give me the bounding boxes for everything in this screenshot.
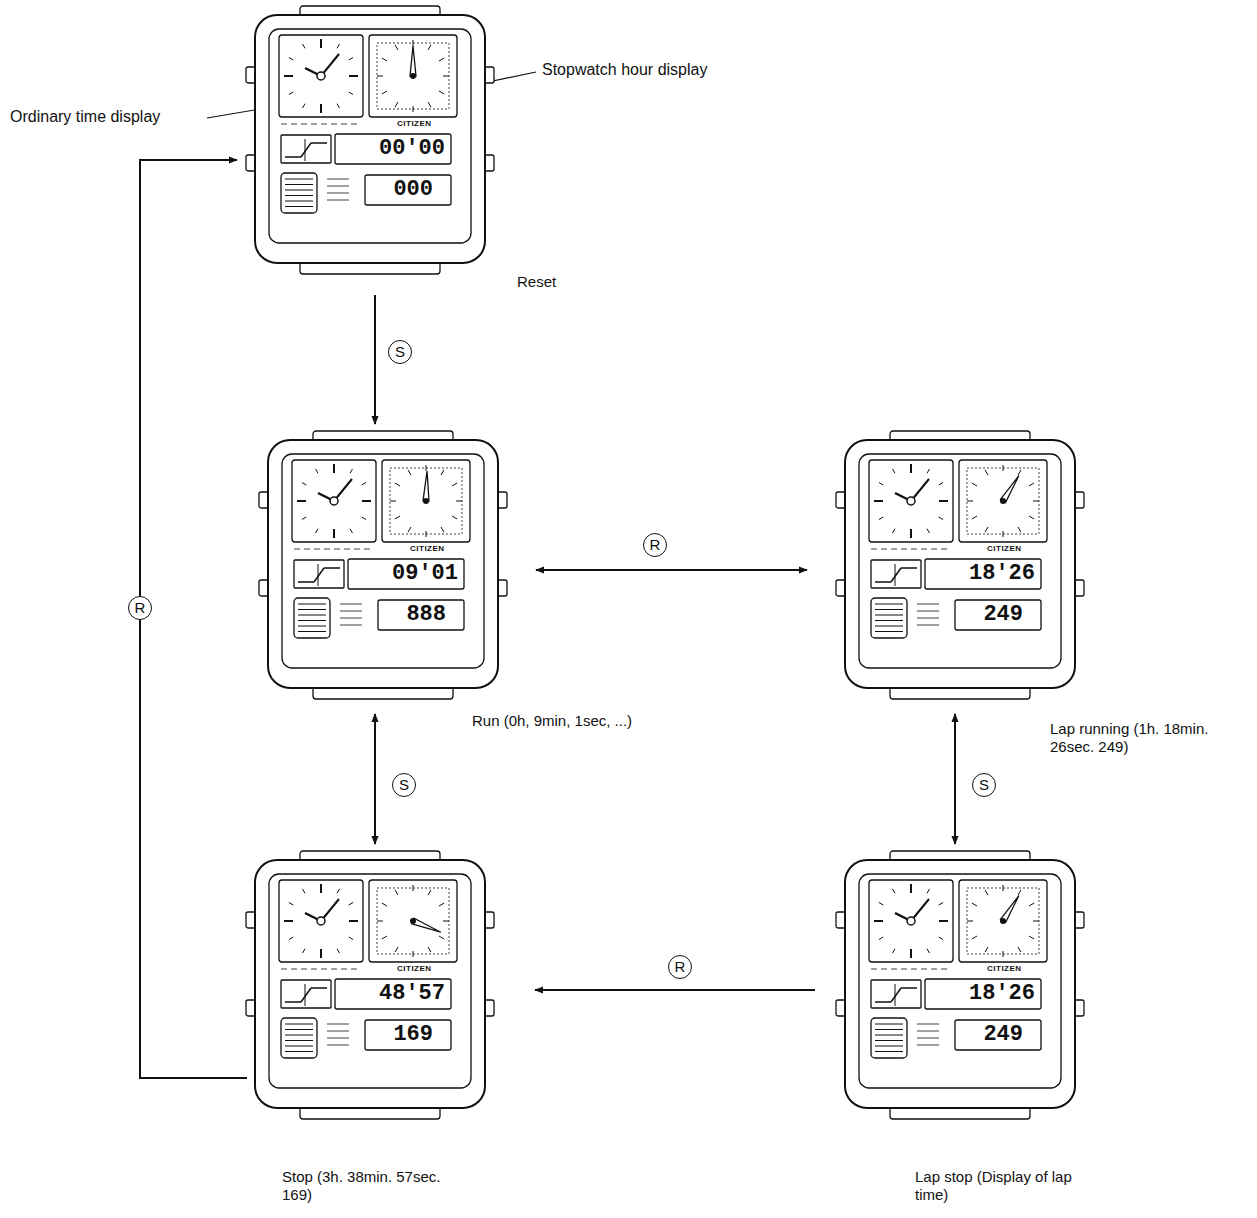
button-symbol: S	[392, 773, 416, 797]
lcd-readout: 169	[371, 1023, 433, 1047]
state-transition	[374, 295, 376, 424]
state-transition	[374, 714, 376, 844]
button-symbol: R	[128, 596, 152, 620]
button-symbol: R	[643, 533, 667, 557]
state-transition	[954, 714, 956, 844]
watch-state: CITIZEN00'00000Reset	[245, 5, 495, 275]
watch-illustration	[258, 430, 508, 700]
button-symbol: S	[388, 340, 412, 364]
state-transition	[535, 989, 815, 991]
lcd-readout: 249	[961, 1023, 1023, 1047]
lcd-readout: 48'57	[341, 982, 445, 1006]
lcd-readout: 18'26	[931, 982, 1035, 1006]
state-caption: Reset	[517, 273, 597, 291]
brand-name: CITIZEN	[397, 119, 432, 128]
watch-illustration	[835, 850, 1085, 1120]
brand-name: CITIZEN	[397, 964, 432, 973]
brand-name: CITIZEN	[410, 544, 445, 553]
state-transition	[140, 160, 247, 1078]
brand-name: CITIZEN	[987, 544, 1022, 553]
watch-state: CITIZEN18'26249Lap stop (Display of lap …	[835, 850, 1085, 1120]
watch-state: CITIZEN48'57169Stop (3h. 38min. 57sec. 1…	[245, 850, 495, 1120]
lcd-readout: 888	[384, 603, 446, 627]
state-caption: Run (0h, 9min, 1sec, ...)	[472, 712, 692, 730]
watch-illustration	[245, 5, 495, 275]
button-symbol: S	[972, 773, 996, 797]
lcd-readout: 249	[961, 603, 1023, 627]
watch-illustration	[245, 850, 495, 1120]
state-caption: Stop (3h. 38min. 57sec. 169)	[282, 1168, 457, 1204]
lcd-readout: 000	[371, 178, 433, 202]
lcd-readout: 18'26	[931, 562, 1035, 586]
watch-state: CITIZEN09'01888Run (0h, 9min, 1sec, ...)	[258, 430, 508, 700]
watch-state: CITIZEN18'26249Lap running (1h. 18min. 2…	[835, 430, 1085, 700]
state-transition	[536, 569, 807, 571]
watch-illustration	[835, 430, 1085, 700]
callout-label: Ordinary time display	[8, 108, 162, 126]
state-caption: Lap running (1h. 18min. 26sec. 249)	[1050, 720, 1222, 756]
state-caption: Lap stop (Display of lap time)	[915, 1168, 1075, 1204]
lcd-readout: 09'01	[354, 562, 458, 586]
lcd-readout: 00'00	[341, 137, 445, 161]
callout-label: Stopwatch hour display	[540, 61, 709, 79]
button-symbol: R	[668, 955, 692, 979]
brand-name: CITIZEN	[987, 964, 1022, 973]
